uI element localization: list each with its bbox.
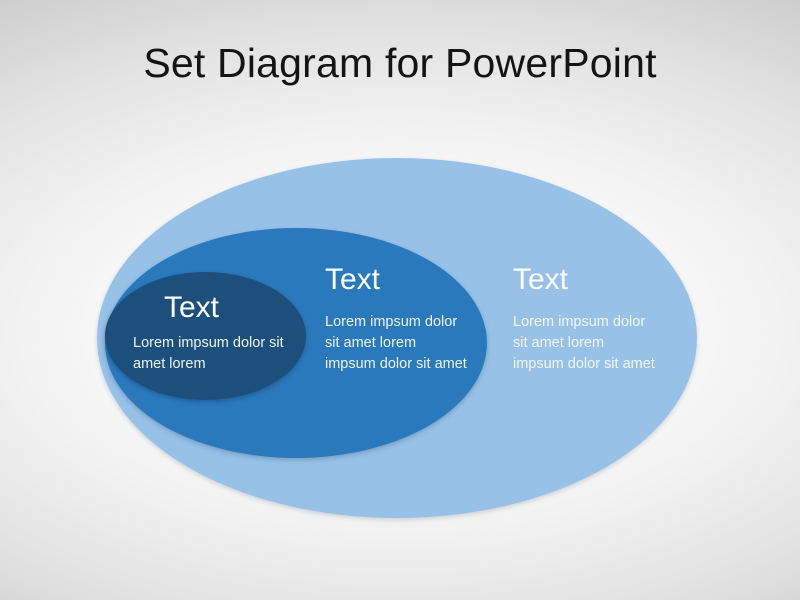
set-label-middle: Text Lorem impsum dolor sit amet lorem i… <box>325 262 475 375</box>
page-title: Set Diagram for PowerPoint <box>143 40 657 86</box>
set-ellipse-inner[interactable] <box>105 272 306 400</box>
set-label-inner: Text Lorem impsum dolor sit amet lorem <box>133 290 323 375</box>
set-heading-outer[interactable]: Text <box>513 263 569 296</box>
set-label-outer: Text Lorem impsum dolor sit amet lorem i… <box>513 262 663 375</box>
set-body-outer[interactable]: Lorem impsum dolor sit amet lorem impsum… <box>513 314 655 372</box>
set-body-middle[interactable]: Lorem impsum dolor sit amet lorem impsum… <box>325 314 467 372</box>
set-heading-middle[interactable]: Text <box>325 263 381 296</box>
set-body-inner[interactable]: Lorem impsum dolor sit amet lorem <box>133 335 284 372</box>
set-heading-inner[interactable]: Text <box>164 291 220 324</box>
